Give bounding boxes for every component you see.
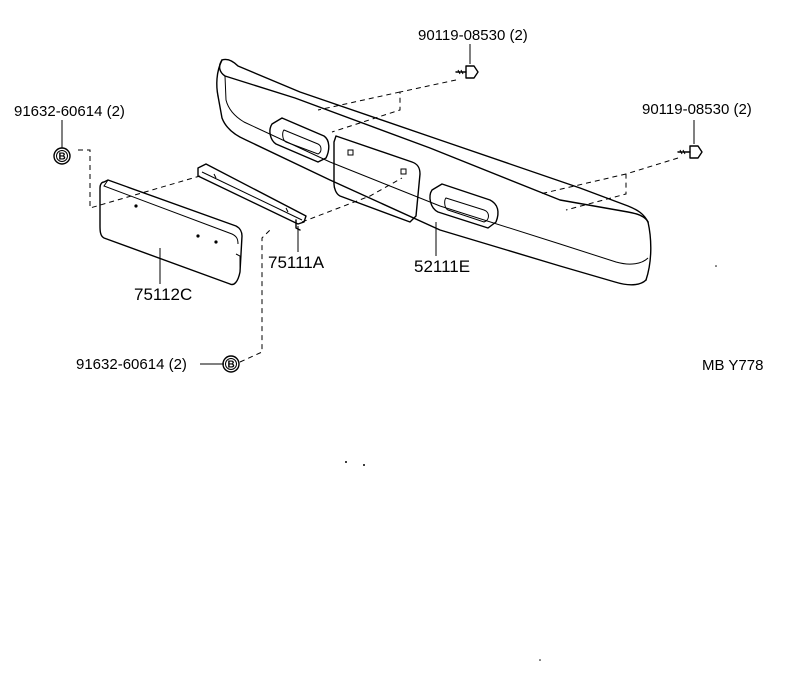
bumper[interactable] [216, 58, 652, 286]
bolt-icon [455, 65, 479, 79]
bracket-part-number: 75111A [268, 253, 325, 272]
license-plate[interactable] [99, 179, 243, 286]
figure-code: MB Y778 [702, 357, 763, 374]
speck [363, 464, 365, 466]
speck [715, 265, 717, 267]
bolt-right-part-number: 90119-08530 (2) [642, 101, 752, 118]
speck [345, 461, 347, 463]
bumper-part-number: 52111E [414, 257, 470, 276]
clip-top-part-number: 91632-60614 (2) [14, 103, 125, 120]
svg-text:B: B [228, 360, 235, 371]
plate-part-number: 75112C [134, 285, 192, 304]
bolt-top-part-number: 90119-08530 (2) [418, 27, 528, 44]
bolt-icon [677, 145, 703, 159]
clip-bottom-part-number: 91632-60614 (2) [76, 356, 187, 373]
svg-text:B: B [59, 152, 66, 163]
speck [539, 659, 541, 661]
clip-bottom-marker: B [222, 355, 240, 373]
plate-bracket[interactable] [197, 163, 307, 231]
clip-top-marker: B [53, 147, 71, 165]
